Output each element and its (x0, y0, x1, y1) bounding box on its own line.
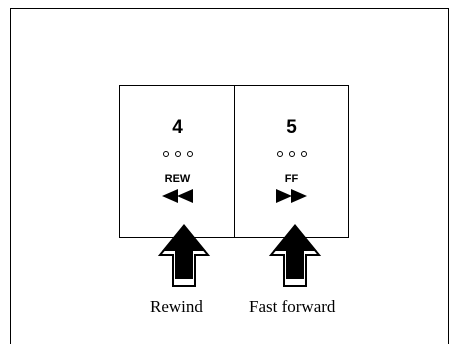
fast-forward-button-number: 5 (286, 117, 297, 138)
rewind-indicator-dots (120, 151, 235, 157)
indicator-dot (276, 151, 283, 157)
fast-forward-icon (275, 189, 307, 203)
indicator-dot (288, 151, 295, 157)
rewind-button-label: REW (164, 173, 191, 185)
indicator-dot (300, 151, 307, 157)
fast-forward-button-label: FF (284, 173, 299, 185)
fast-forward-indicator-dots (235, 151, 348, 157)
fast-forward-caption: Fast forward (249, 297, 336, 316)
indicator-dot (186, 151, 193, 157)
fast-forward-pointer-arrow-icon (268, 224, 322, 287)
fast-forward-button[interactable]: 5 FF (234, 85, 349, 238)
indicator-dot (174, 151, 181, 157)
indicator-dot (162, 151, 169, 157)
rewind-pointer-arrow-icon (157, 224, 211, 287)
rewind-button[interactable]: 4 REW (119, 85, 236, 238)
rewind-icon (161, 189, 193, 203)
rewind-caption: Rewind (150, 297, 203, 316)
diagram-frame (10, 8, 449, 344)
rewind-button-number: 4 (172, 117, 183, 138)
